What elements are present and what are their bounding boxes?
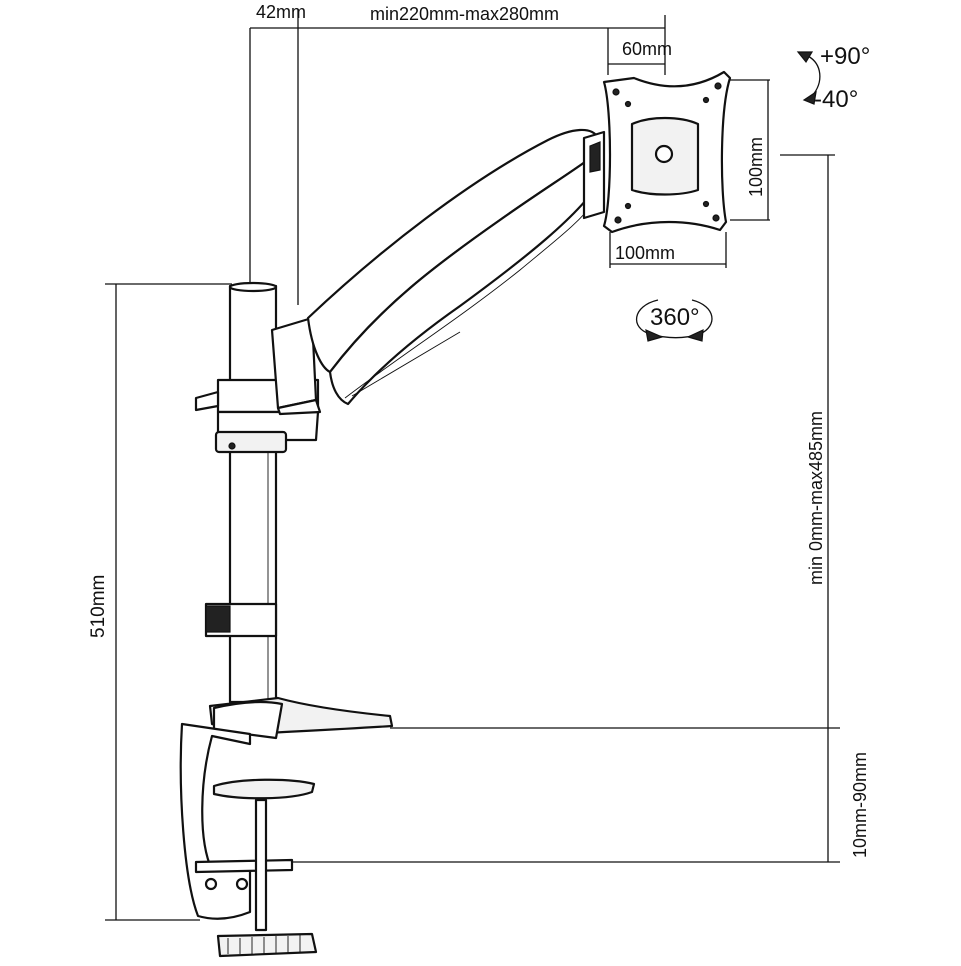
gas-spring-arm <box>270 128 606 416</box>
head-offset-label: 60mm <box>622 39 672 59</box>
pole-top-section <box>228 284 278 388</box>
vesa-hole-icon <box>624 100 632 108</box>
swivel-label: 360° <box>650 304 700 331</box>
vesa-center-hole-icon <box>654 144 674 164</box>
tension-knob <box>194 390 220 412</box>
arm-reach-label: min220mm-max280mm <box>370 4 559 24</box>
vesa-hole-icon <box>702 96 710 104</box>
labels: 42mm min220mm-max280mm 60mm 100mm 100mm … <box>88 2 870 858</box>
tilt-arrow-icon <box>796 51 821 105</box>
collar-screw-icon <box>228 442 236 450</box>
clamp-lower-bar <box>194 858 294 874</box>
vesa-hole-icon <box>714 82 722 90</box>
vesa-hole-icon <box>712 214 720 222</box>
vesa-plate <box>602 70 732 234</box>
pole-cap <box>228 281 278 293</box>
collar-ring <box>214 430 288 454</box>
clamp-bolt-icon <box>235 877 249 891</box>
swivel-arrow-icon <box>635 299 713 342</box>
vesa-height-label: 100mm <box>746 137 766 197</box>
vesa-hole-icon <box>624 202 632 210</box>
pole-lower-section <box>228 446 278 704</box>
clamp-top-pad <box>212 778 316 800</box>
clamp-bolt-icon <box>204 877 218 891</box>
arm-offset-label: 42mm <box>256 2 306 22</box>
vesa-hole-icon <box>612 88 620 96</box>
dimension-lines <box>105 10 840 921</box>
cable-clip-tab <box>205 605 231 633</box>
tilt-down-label: -40° <box>814 86 858 113</box>
vesa-hole-icon <box>614 216 622 224</box>
pole-height-label: 510mm <box>88 575 109 638</box>
clamp-screw <box>254 798 268 932</box>
vesa-width-label: 100mm <box>615 243 675 263</box>
vesa-hole-icon <box>702 200 710 208</box>
pole <box>228 281 278 704</box>
clamp-knob <box>216 932 318 958</box>
desk-clamp <box>179 696 394 958</box>
tilt-up-label: +90° <box>820 43 870 70</box>
height-range-label: min 0mm-max485mm <box>806 411 826 585</box>
cable-clip <box>204 602 278 638</box>
clamp-range-label: 10mm-90mm <box>850 752 870 858</box>
